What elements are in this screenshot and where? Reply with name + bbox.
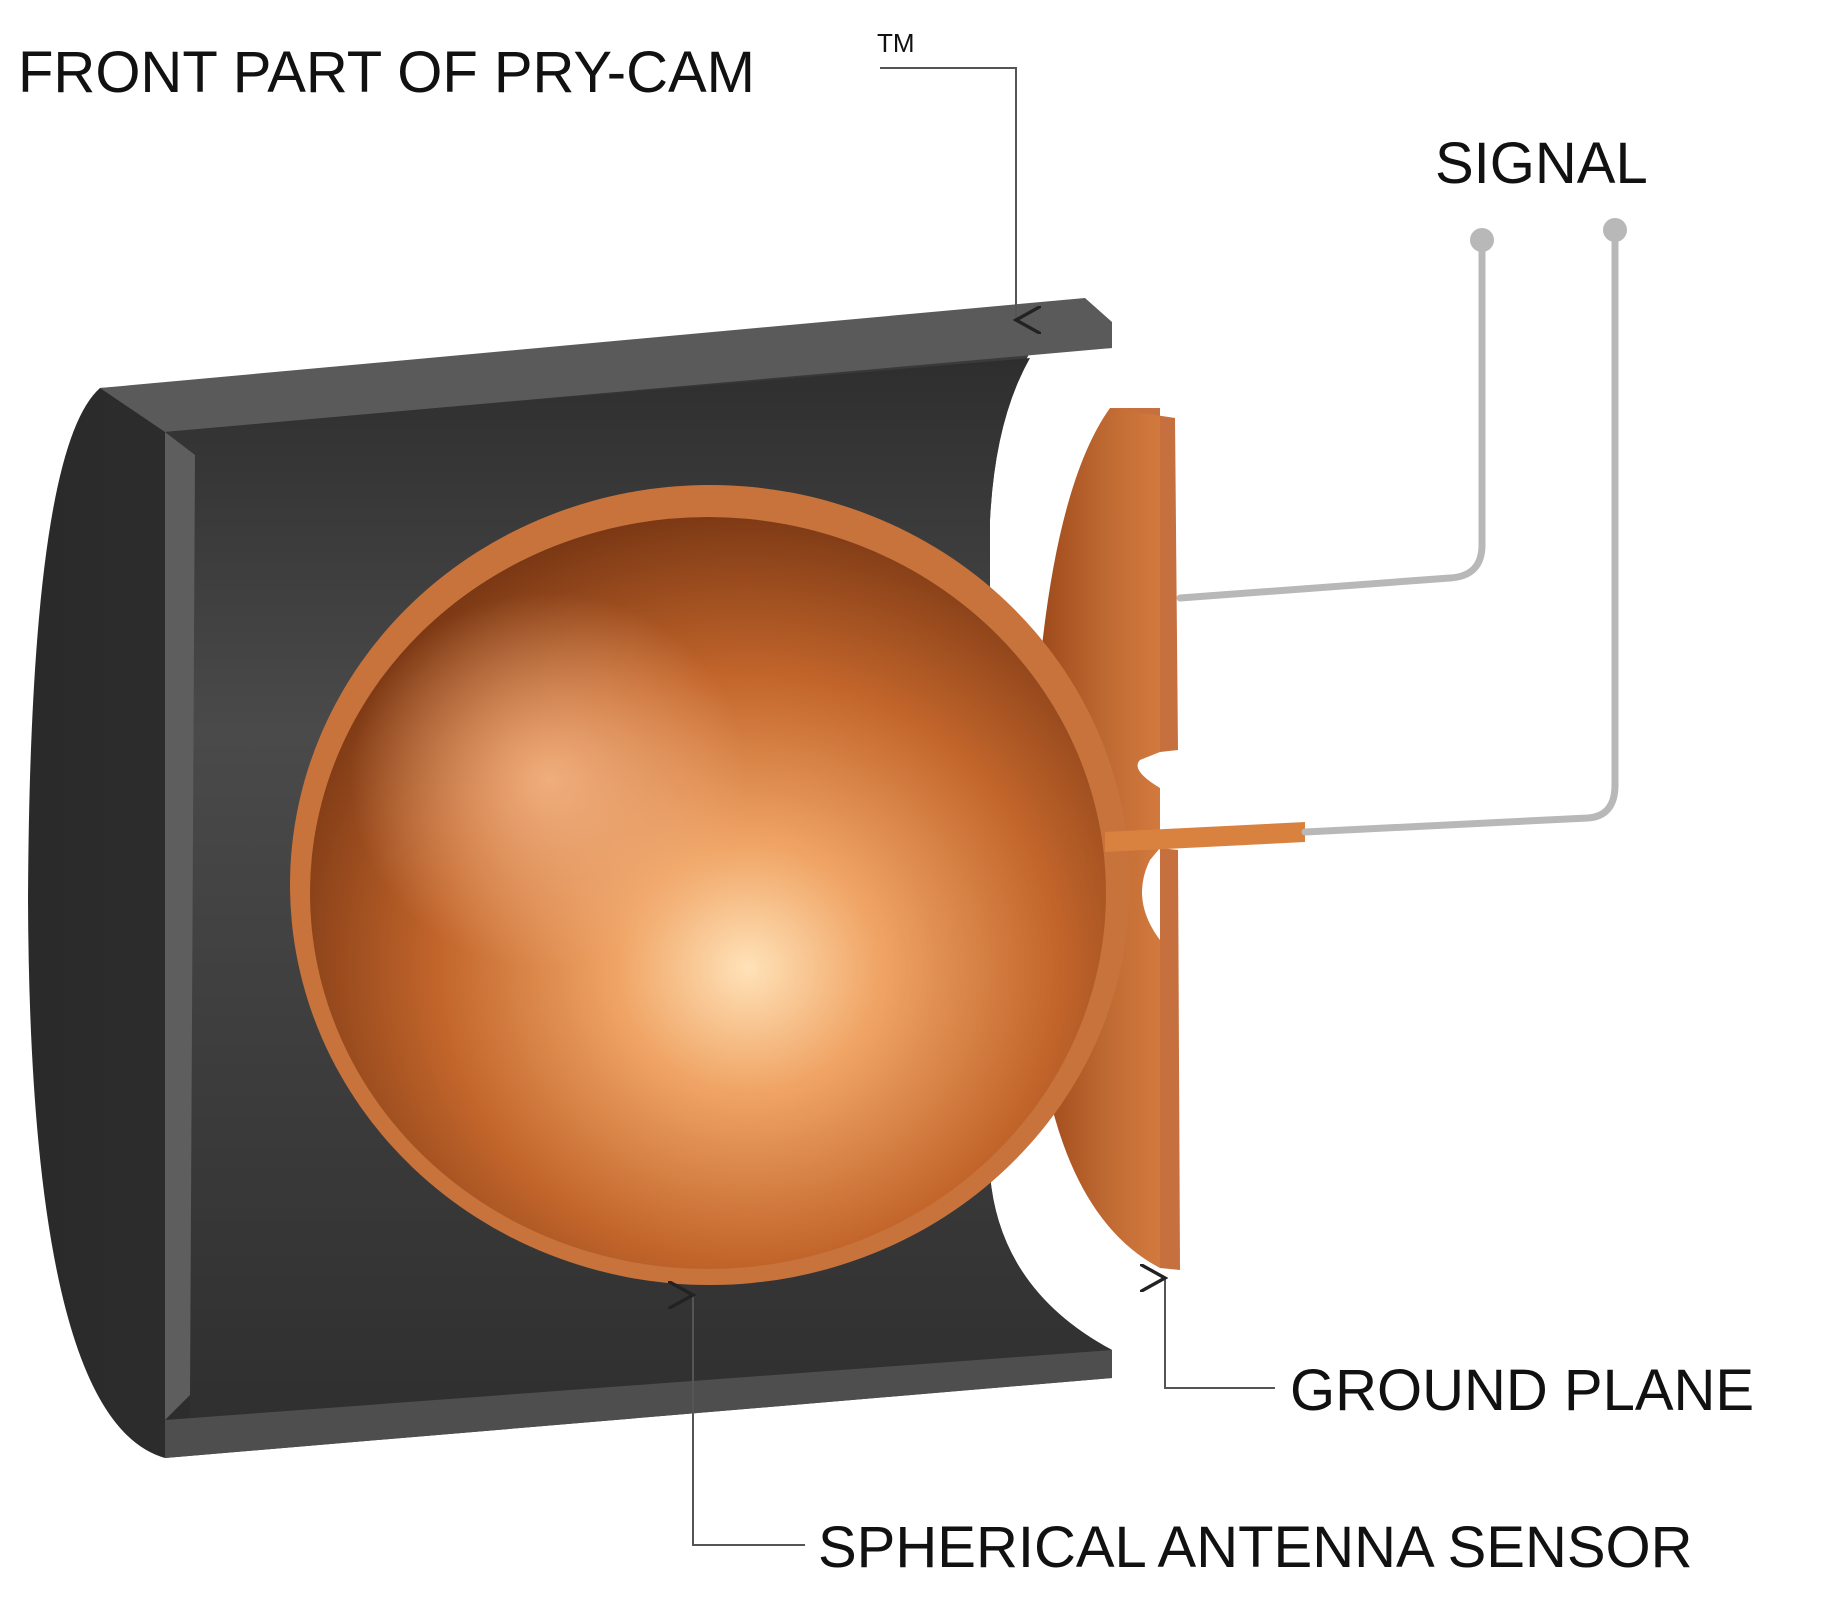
ground-plane-edge — [1110, 408, 1180, 1270]
leader-ground-plane — [1165, 1278, 1275, 1389]
leader-front-part — [880, 67, 1016, 320]
label-signal: SIGNAL — [1435, 131, 1648, 196]
label-spherical-antenna-sensor: SPHERICAL ANTENNA SENSOR — [818, 1515, 1693, 1580]
signal-wire-ground — [1176, 238, 1486, 602]
leader-spherical-sensor — [693, 1295, 805, 1546]
housing-top-rim — [100, 298, 1112, 432]
signal-terminal-sensor — [1603, 218, 1627, 242]
spherical-antenna-sensor — [290, 485, 1130, 1285]
label-ground-plane: GROUND PLANE — [1290, 1358, 1754, 1423]
housing-bottom-rim — [165, 1350, 1112, 1458]
label-front-part: FRONT PART OF PRY-CAM — [18, 40, 755, 105]
feed-line — [1105, 822, 1305, 852]
housing-inner-rim — [165, 432, 195, 1420]
signal-wire-sensor — [1301, 238, 1619, 836]
signal-terminal-ground — [1470, 228, 1494, 252]
signal-wires — [1176, 238, 1619, 836]
sphere-highlight — [310, 517, 1106, 1269]
label-front-part-trademark: TM — [877, 28, 915, 58]
